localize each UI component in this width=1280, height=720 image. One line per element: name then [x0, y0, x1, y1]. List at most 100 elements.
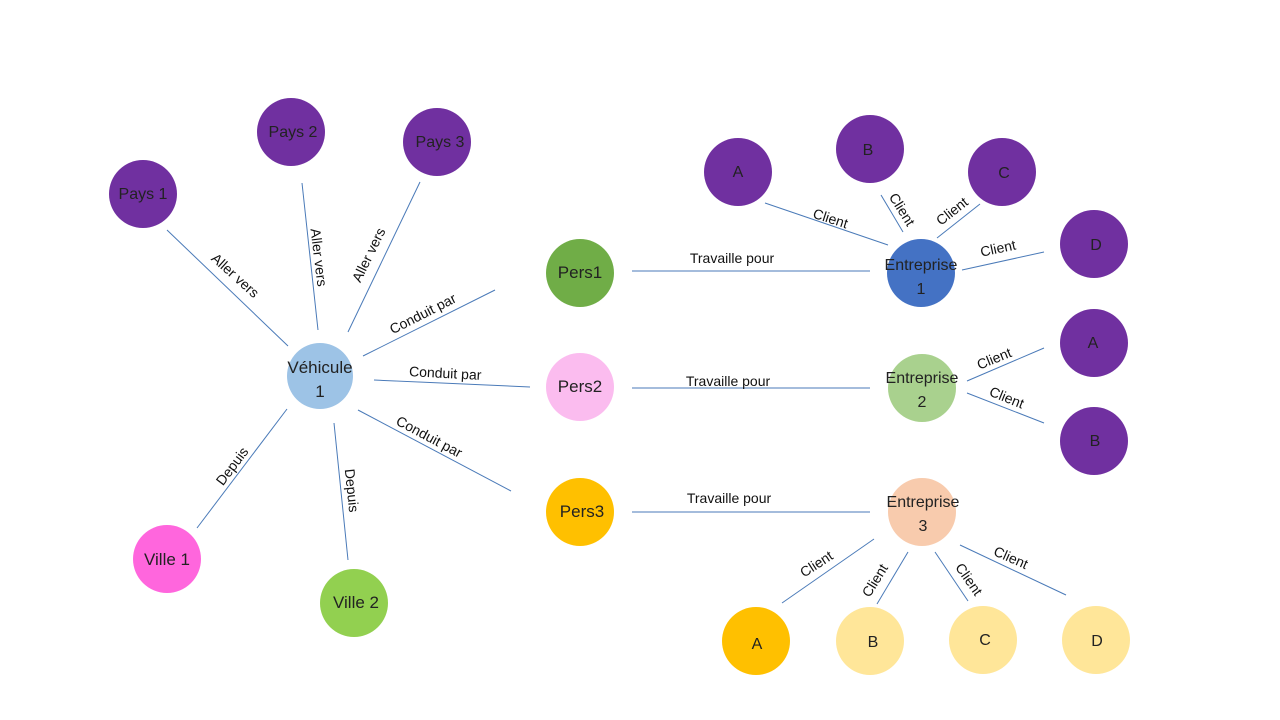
edge-label-client: Client	[933, 194, 971, 229]
node-label: Entreprise	[885, 257, 958, 274]
edge-pays3-vehicule	[347, 181, 421, 333]
edge-label-client: Client	[858, 561, 891, 600]
node-circle	[287, 343, 353, 409]
node-label: Ville 1	[144, 550, 190, 569]
node-circle	[836, 607, 904, 675]
node-client-e3-b: B	[836, 607, 904, 675]
edge-e3-a	[781, 538, 875, 604]
edge-label-conduit-par: Conduit par	[409, 363, 482, 383]
node-circle	[1060, 309, 1128, 377]
node-label: Pers1	[558, 263, 602, 282]
node-pays-2: Pays 2	[257, 98, 325, 166]
node-circle	[546, 478, 614, 546]
node-label: Pays 2	[269, 124, 318, 141]
edge-label-client: Client	[811, 205, 850, 231]
node-label: Pays 3	[416, 134, 465, 151]
edge-vehicule-ville1	[196, 408, 288, 529]
node-circle	[887, 239, 955, 307]
node-client-e2-a: A	[1060, 309, 1128, 377]
node-pays-1: Pays 1	[109, 160, 177, 228]
node-label: 3	[919, 518, 928, 535]
node-label: Ville 2	[333, 593, 379, 612]
node-label: C	[998, 165, 1010, 182]
node-label: Véhicule	[287, 358, 352, 377]
node-client-e2-b: B	[1060, 407, 1128, 475]
node-circle	[888, 478, 956, 546]
nodes: Pays 1 Pays 2 Pays 3 Véhicule 1 Ville 1 …	[109, 98, 1130, 675]
node-label: Pays 1	[119, 186, 168, 203]
node-label: B	[863, 142, 874, 159]
edge-e3-c	[934, 551, 969, 602]
node-label: Pers2	[558, 377, 602, 396]
edge-label-travaille-pour: Travaille pour	[687, 490, 772, 506]
node-label: B	[868, 634, 879, 651]
node-circle	[546, 353, 614, 421]
edge-label-aller-vers: Aller vers	[349, 225, 389, 284]
edge-pays1-vehicule	[166, 229, 289, 347]
node-circle	[546, 239, 614, 307]
edge-label-travaille-pour: Travaille pour	[686, 373, 771, 389]
node-label: 2	[918, 394, 927, 411]
node-circle	[1060, 210, 1128, 278]
node-ville-2: Ville 2	[320, 569, 388, 637]
node-circle	[133, 525, 201, 593]
node-label: 1	[917, 281, 926, 298]
node-circle	[836, 115, 904, 183]
edge-label-depuis: Depuis	[342, 468, 362, 513]
edge-e2-a	[966, 347, 1045, 382]
edge-e3-d	[959, 544, 1067, 596]
edge-label-client: Client	[886, 190, 919, 229]
node-circle	[403, 108, 471, 176]
node-client-e1-c: C	[968, 138, 1036, 206]
node-vehicule-1: Véhicule 1	[287, 343, 353, 409]
edge-label-aller-vers: Aller vers	[307, 227, 330, 287]
node-client-e3-c: C	[949, 606, 1017, 674]
node-circle	[949, 606, 1017, 674]
edge-label-client: Client	[991, 543, 1030, 572]
edge-e1-b	[880, 194, 904, 233]
node-entreprise-1: Entreprise 1	[885, 239, 958, 307]
node-label: B	[1090, 433, 1101, 450]
edge-label-client: Client	[952, 560, 986, 599]
edge-label-client: Client	[797, 547, 836, 580]
node-circle	[704, 138, 772, 206]
node-circle	[320, 569, 388, 637]
edges	[166, 181, 1067, 605]
edge-e1-a	[764, 202, 889, 246]
node-ville-1: Ville 1	[133, 525, 201, 593]
node-pers1: Pers1	[546, 239, 614, 307]
edge-label-client: Client	[987, 383, 1026, 411]
edge-label-client: Client	[979, 237, 1017, 260]
node-circle	[888, 354, 956, 422]
node-pers3: Pers3	[546, 478, 614, 546]
node-client-e1-b: B	[836, 115, 904, 183]
node-client-e3-a: A	[722, 607, 790, 675]
node-circle	[722, 607, 790, 675]
edge-e2-b	[966, 392, 1045, 424]
node-pers2: Pers2	[546, 353, 614, 421]
edge-vehicule-conduit-1	[362, 289, 496, 357]
node-label: Entreprise	[886, 370, 959, 387]
node-label: Pers3	[560, 502, 604, 521]
node-label: A	[733, 164, 744, 181]
edge-label-conduit-par: Conduit par	[394, 413, 466, 461]
node-client-e1-d: D	[1060, 210, 1128, 278]
node-circle	[257, 98, 325, 166]
edge-vehicule-pers3	[357, 409, 512, 492]
node-label: C	[979, 632, 991, 649]
node-label: A	[752, 636, 763, 653]
node-circle	[109, 160, 177, 228]
edge-label-travaille-pour: Travaille pour	[690, 250, 775, 266]
edge-label-aller-vers: Aller vers	[208, 250, 262, 301]
edge-label-client: Client	[975, 344, 1014, 372]
node-client-e1-a: A	[704, 138, 772, 206]
node-circle	[968, 138, 1036, 206]
edge-e3-b	[876, 551, 909, 605]
node-label: A	[1088, 335, 1099, 352]
node-circle	[1062, 606, 1130, 674]
node-entreprise-3: Entreprise 3	[887, 478, 960, 546]
edge-pays2-vehicule	[301, 182, 319, 331]
node-pays-3: Pays 3	[403, 108, 471, 176]
node-label: D	[1090, 237, 1102, 254]
